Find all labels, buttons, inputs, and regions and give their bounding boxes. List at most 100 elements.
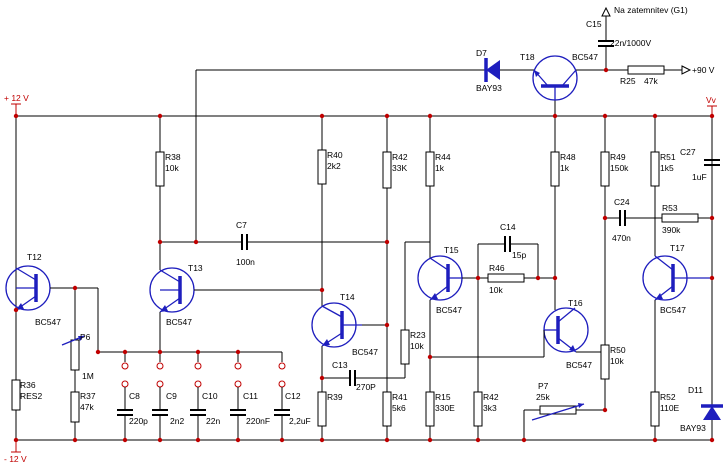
output-terminal: +90 V <box>681 65 715 75</box>
r42b-name: R42 <box>483 392 499 402</box>
t13-type: BC547 <box>166 317 192 327</box>
resistor-r52: R52 110E <box>650 391 680 427</box>
r23-value: 10k <box>410 341 424 351</box>
r15-value: 330E <box>435 403 455 413</box>
resistor-r40: R40 2k2 <box>317 149 343 185</box>
r46-name: R46 <box>489 263 505 273</box>
c15-name: C15 <box>586 19 602 29</box>
r36-name: R36 <box>20 380 36 390</box>
transistor-t18: T18 BC547 <box>520 52 598 101</box>
p7-name: P7 <box>538 381 549 391</box>
r51-value: 1k5 <box>660 163 674 173</box>
c14-value: 15p <box>512 250 526 260</box>
neg-supply-label: - 12 V <box>4 454 27 464</box>
c8-value: 220p <box>129 416 148 426</box>
capacitor-c13: C13 270P <box>332 360 376 392</box>
c24-value: 470n <box>612 233 631 243</box>
grid-terminal: Na zatemnitev (G1) <box>601 5 688 17</box>
c7-name: C7 <box>236 220 247 230</box>
r42b-value: 3k3 <box>483 403 497 413</box>
resistor-r48: R48 1k <box>550 151 576 187</box>
timing-capacitor-bank: C8 220p C9 2n2 C10 22n C11 220nF C12 2,2… <box>117 352 311 440</box>
grid-label: Na zatemnitev (G1) <box>614 5 688 15</box>
t15-type: BC547 <box>436 305 462 315</box>
c27-name: C27 <box>680 147 696 157</box>
capacitor-c14: C14 15p <box>500 222 526 260</box>
resistor-r41: R41 5k6 <box>382 391 408 427</box>
pot-p7: P7 25k <box>531 381 585 421</box>
c27-value: 1uF <box>692 172 707 182</box>
r42a-value: 33K <box>392 163 407 173</box>
resistor-r50: R50 10k <box>600 344 626 380</box>
t16-name: T16 <box>568 298 583 308</box>
r52-value: 110E <box>660 403 680 413</box>
r15-name: R15 <box>435 392 451 402</box>
resistor-r49: R49 150k <box>600 151 629 187</box>
resistor-r42-33k: R42 33K <box>382 151 408 189</box>
c12-value: 2,2uF <box>289 416 311 426</box>
c7-value: 100n <box>236 257 255 267</box>
transistor-t13: T13 BC547 <box>149 263 203 327</box>
resistor-r39: R39 <box>317 391 343 427</box>
r53-name: R53 <box>662 203 678 213</box>
r44-name: R44 <box>435 152 451 162</box>
r42a-name: R42 <box>392 152 408 162</box>
c11-name: C11 <box>243 391 258 401</box>
p6-value: 1M <box>82 371 94 381</box>
r41-value: 5k6 <box>392 403 406 413</box>
transistor-t16: T16 BC547 <box>543 298 592 370</box>
supply-rails <box>15 115 713 441</box>
r38-value: 10k <box>165 163 179 173</box>
r25-value: 47k <box>644 76 658 86</box>
resistor-r23: R23 10k <box>400 329 426 365</box>
resistor-r38: R38 10k <box>155 151 181 187</box>
r40-name: R40 <box>327 150 343 160</box>
p6-name: P6 <box>80 332 91 342</box>
capacitor-c24: C24 470n <box>612 197 631 243</box>
r39-name: R39 <box>327 392 343 402</box>
c10-name: C10 <box>202 391 218 401</box>
r53-value: 390k <box>662 225 681 235</box>
r40-value: 2k2 <box>327 161 341 171</box>
r41-name: R41 <box>392 392 408 402</box>
transistor-t17: T17 BC547 <box>642 243 712 315</box>
resistor-r53: R53 390k <box>661 203 699 235</box>
t15-name: T15 <box>444 245 459 255</box>
r48-name: R48 <box>560 152 576 162</box>
resistor-r42-3k3: R42 3k3 <box>473 391 499 427</box>
t18-type: BC547 <box>572 52 598 62</box>
r38-name: R38 <box>165 152 181 162</box>
r37-name: R37 <box>80 391 96 401</box>
resistor-r51: R51 1k5 <box>650 151 676 187</box>
r51-name: R51 <box>660 152 676 162</box>
vw-label: Vv <box>706 95 717 105</box>
t13-name: T13 <box>188 263 203 273</box>
pos-supply-terminal: + 12 V <box>4 93 29 116</box>
t12-name: T12 <box>27 252 42 262</box>
t12-type: BC547 <box>35 317 61 327</box>
c24-name: C24 <box>614 197 630 207</box>
pot-p6: P6 1M <box>61 288 94 381</box>
c9-value: 2n2 <box>170 416 184 426</box>
t16-type: BC547 <box>566 360 592 370</box>
capacitor-c15: C15 22n/1000V <box>586 19 651 48</box>
capacitor-c7: C7 100n <box>236 220 255 267</box>
t17-name: T17 <box>670 243 685 253</box>
r48-value: 1k <box>560 163 570 173</box>
r46-value: 10k <box>489 285 503 295</box>
resistor-r37: R37 47k <box>70 391 96 423</box>
output-label: +90 V <box>692 65 715 75</box>
r23-name: R23 <box>410 330 426 340</box>
resistor-r36: R36 RES2 <box>11 379 42 411</box>
t18-name: T18 <box>520 52 535 62</box>
resistor-r15: R15 330E <box>425 391 455 427</box>
r52-name: R52 <box>660 392 676 402</box>
vw-terminal: Vv <box>706 95 717 116</box>
transistor-t15: T15 BC547 <box>417 245 463 315</box>
c10-value: 22n <box>206 416 220 426</box>
c13-value: 270P <box>356 382 376 392</box>
neg-supply-terminal: - 12 V <box>4 440 27 464</box>
t17-type: BC547 <box>660 305 686 315</box>
c8-name: C8 <box>129 391 140 401</box>
